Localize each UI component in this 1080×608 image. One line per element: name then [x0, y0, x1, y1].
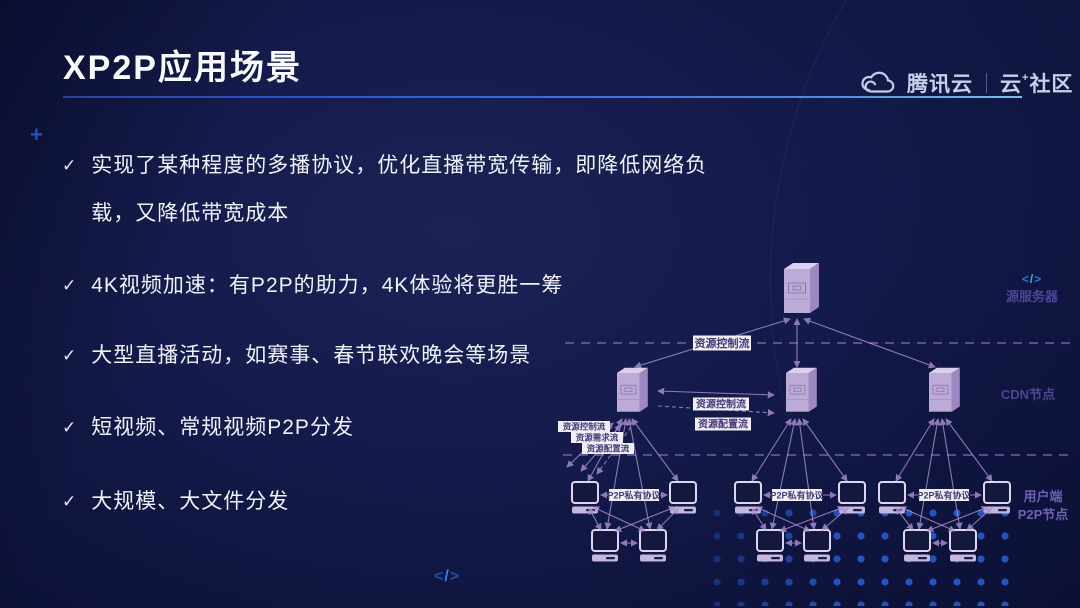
page-title: XP2P应用场景 — [63, 49, 302, 87]
bullet-item: ✓ 大规模、大文件分发 — [62, 478, 742, 526]
bullet-item: ✓ 短视频、常规视频P2P分发 — [62, 404, 742, 452]
check-icon: ✓ — [62, 156, 78, 175]
community-name: 云+社区 — [1000, 68, 1073, 98]
pc-icon — [803, 529, 831, 563]
cdn-layer-label: CDN节点 — [1001, 387, 1055, 402]
brand-name: 腾讯云 — [907, 73, 973, 96]
pc-icon — [983, 481, 1011, 515]
pc-icon — [838, 481, 866, 515]
footer-icon-right: > — [449, 568, 461, 585]
bullet-item: ✓ 4K视频加速：有P2P的助力，4K体验将更胜一筹 — [62, 262, 742, 310]
flow-label-top: 资源控制流 — [693, 335, 751, 351]
check-icon: ✓ — [62, 276, 78, 295]
flow-label-text: 资源控制流 — [563, 422, 606, 432]
flow-label-text: 资源需求流 — [576, 433, 619, 443]
flow-label-text: 资源配置流 — [587, 444, 630, 454]
pc-icon — [639, 529, 667, 563]
user-label-line2: P2P节点 — [1018, 507, 1069, 522]
community-plus: + — [1022, 72, 1030, 84]
p2p-peer-arrows — [588, 491, 993, 547]
p2p-protocol-labels: P2P私有协议 P2P私有协议 P2P私有协议 — [607, 489, 972, 501]
code-icon: </> — [1022, 272, 1042, 286]
flow-label-text: 资源配置流 — [698, 418, 748, 431]
bullet-text: 实现了某种程度的多播协议，优化直播带宽传输，即降低网络负载，又降低带宽成本 — [91, 154, 708, 225]
footer-code-icon: </> — [434, 568, 460, 586]
flow-label-text: 资源控制流 — [696, 398, 746, 411]
origin-server-icon — [783, 262, 820, 314]
cloud-icon — [861, 71, 895, 93]
user-layer-label: 用户端 P2P节点 — [1018, 489, 1069, 522]
pc-icon — [903, 529, 931, 563]
flow-label-config: 资源配置流 — [695, 417, 751, 431]
footer-icon-left: < — [434, 568, 445, 585]
origin-label-text: 源服务器 — [1006, 289, 1059, 304]
user-label-line1: 用户端 — [1022, 489, 1062, 504]
title-underline — [63, 96, 1022, 98]
flow-label-text: 资源控制流 — [695, 336, 750, 350]
check-icon: ✓ — [62, 346, 78, 365]
cdn-node-icon — [928, 367, 961, 413]
cdn-node-icon — [785, 367, 818, 413]
pc-icon — [949, 529, 977, 563]
brand-logo: 腾讯云 云+社区 — [858, 68, 1073, 98]
pc-icon — [591, 529, 619, 563]
p2p-protocol-label: P2P私有协议 — [607, 490, 661, 501]
flow-label-control: 资源控制流 — [693, 397, 749, 411]
p2p-protocol-label: P2P私有协议 — [917, 490, 971, 501]
pc-icon — [878, 481, 906, 515]
bullet-text: 大型直播活动，如赛事、春节联欢晚会等场景 — [91, 344, 532, 367]
bullet-text: 大规模、大文件分发 — [91, 490, 290, 513]
footer-icon-slash: / — [444, 568, 450, 585]
p2p-network-diagram: 资源控制流 资源控制流 资源配置流 资源控制流 资源需求流 资源配置流 P2P私… — [558, 262, 1073, 563]
bullet-item: ✓ 大型直播活动，如赛事、春节联欢晚会等场景 — [62, 332, 742, 380]
check-icon: ✓ — [62, 492, 78, 511]
check-icon: ✓ — [62, 418, 78, 437]
community-suffix: 社区 — [1029, 73, 1074, 96]
p2p-protocol-label: P2P私有协议 — [770, 490, 824, 501]
flow-label-stack: 资源控制流 资源需求流 资源配置流 — [558, 421, 634, 454]
origin-layer-label: </> 源服务器 — [1006, 272, 1059, 304]
logo-divider — [986, 73, 987, 93]
bullet-text: 4K视频加速：有P2P的助力，4K体验将更胜一筹 — [91, 274, 564, 297]
plus-decoration: + — [30, 122, 43, 147]
community-prefix: 云 — [1000, 73, 1022, 96]
bullet-text: 短视频、常规视频P2P分发 — [91, 416, 354, 439]
pc-icon — [756, 529, 784, 563]
bullet-item: ✓ 实现了某种程度的多播协议，优化直播带宽传输，即降低网络负载，又降低带宽成本 — [62, 142, 742, 238]
